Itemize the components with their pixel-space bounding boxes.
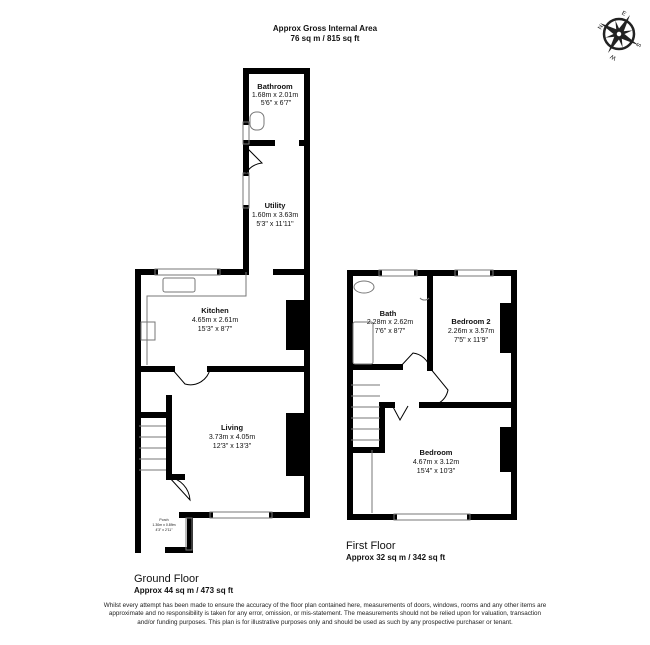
compass-w: W	[609, 53, 617, 61]
room-imperial: 5'6" x 6'7"	[261, 100, 292, 107]
ground-floor-labels: Bathroom 1.68m x 2.01m 5'6" x 6'7" Utili…	[134, 82, 298, 595]
first-floor-labels: Bath 2.28m x 2.62m 7'6" x 8'7" Bedroom 2…	[346, 309, 494, 562]
first-floor-area: Approx 32 sq m / 342 sq ft	[346, 553, 445, 562]
room-imperial: 12'3" x 13'3"	[213, 443, 252, 450]
ground-floor-area: Approx 44 sq m / 473 sq ft	[134, 586, 233, 595]
compass-n: N	[597, 24, 604, 31]
room-imperial: 4'3" x 2'11"	[156, 528, 174, 532]
room-imperial: 5'3" x 11'11"	[256, 221, 294, 228]
room-metric: 1.30m x 0.89m	[152, 523, 175, 527]
room-imperial: 15'4" x 10'3"	[417, 468, 456, 475]
gross-area-title: Approx Gross Internal Area	[272, 24, 378, 33]
first-floor-name: First Floor	[346, 540, 396, 552]
room-metric: 2.28m x 2.62m	[367, 319, 413, 326]
gross-internal-area: Approx Gross Internal Area 76 sq m / 815…	[0, 24, 650, 44]
room-name: Utility	[265, 201, 287, 210]
first-floor-fixtures	[351, 269, 494, 521]
room-metric: 4.67m x 3.12m	[413, 459, 459, 466]
room-name: Bathroom	[257, 82, 293, 91]
ground-floor-plan	[135, 68, 310, 553]
room-imperial: 7'5" x 11'9"	[454, 337, 488, 344]
room-metric: 1.60m x 3.63m	[252, 212, 298, 219]
room-imperial: 15'3" x 8'7"	[198, 326, 233, 333]
room-metric: 1.68m x 2.01m	[252, 92, 298, 99]
ground-floor-name: Ground Floor	[134, 573, 199, 585]
room-metric: 2.26m x 3.57m	[448, 328, 494, 335]
compass-rose-icon: N E S W	[597, 11, 641, 61]
compass-s: S	[634, 41, 641, 47]
gross-area-value: 76 sq m / 815 sq ft	[290, 34, 360, 43]
compass-e: E	[620, 11, 626, 18]
room-name: Bath	[380, 309, 397, 318]
room-metric: 4.65m x 2.61m	[192, 317, 238, 324]
room-metric: 3.73m x 4.05m	[209, 434, 255, 441]
first-floor-plan	[347, 270, 517, 520]
room-imperial: 7'6" x 8'7"	[375, 328, 406, 335]
room-name: Bedroom	[420, 448, 453, 457]
disclaimer: Whilst every attempt has been made to en…	[103, 602, 547, 626]
room-name: Porch	[159, 518, 168, 522]
room-name: Living	[221, 423, 244, 432]
ground-floor-fixtures	[139, 111, 273, 551]
room-name: Bedroom 2	[451, 317, 490, 326]
room-name: Kitchen	[201, 306, 229, 315]
